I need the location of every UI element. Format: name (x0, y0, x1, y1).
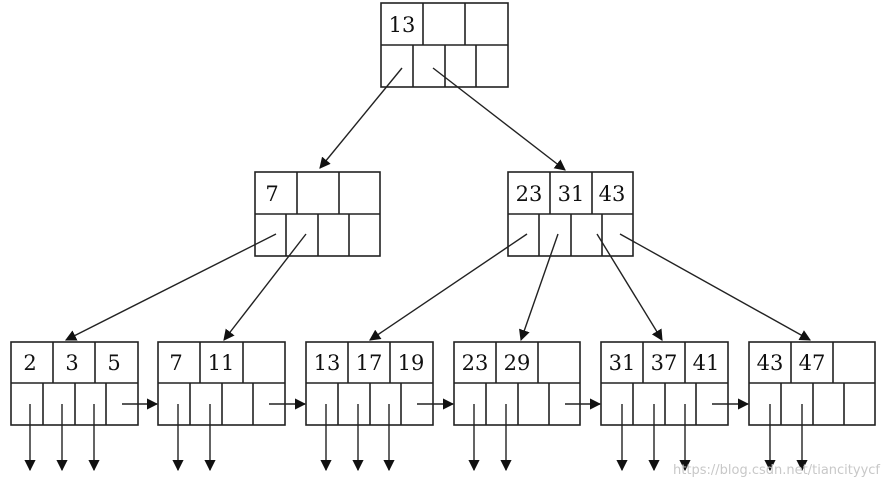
internal-node-right: 23 31 43 (507, 171, 634, 257)
leaf-node-3: 13 17 19 (305, 341, 434, 426)
internal-right-key-3: 43 (599, 182, 626, 206)
leaf-5-key-2: 37 (651, 351, 678, 375)
leaf-1-key-1: 2 (23, 351, 36, 375)
leaf-5-key-1: 31 (609, 351, 636, 375)
leaf-5-key-3: 41 (693, 351, 720, 375)
leaf-6-key-2: 47 (799, 351, 826, 375)
edge-root-to-internal-right (432, 67, 566, 171)
leaf-4-key-2: 29 (504, 351, 531, 375)
root-key-1: 13 (389, 13, 416, 37)
leaf-node-5: 31 37 41 (600, 341, 729, 426)
watermark-text: https://blog.csdn.net/tiancityycf (673, 463, 880, 478)
leaf-1-key-2: 3 (65, 351, 78, 375)
internal-left-key-1: 7 (265, 182, 278, 206)
leaf-3-key-1: 13 (314, 351, 341, 375)
leaf-node-4: 23 29 (453, 341, 581, 426)
leaf-3-key-2: 17 (356, 351, 383, 375)
leaf-1-key-3: 5 (107, 351, 120, 375)
edge-internal-left-to-leaf-1 (65, 233, 277, 341)
edge-internal-right-to-leaf-6 (619, 233, 811, 341)
leaf-3-key-3: 19 (398, 351, 425, 375)
leaf-2-key-1: 7 (169, 351, 182, 375)
root-node: 13 (380, 2, 509, 88)
leaf-6-key-1: 43 (757, 351, 784, 375)
edge-internal-left-to-leaf-2 (223, 233, 307, 341)
leaf-4-key-1: 23 (462, 351, 489, 375)
edge-internal-right-to-leaf-5 (596, 233, 663, 341)
edge-root-to-internal-left (319, 67, 403, 169)
leaf-node-1: 2 3 5 (10, 341, 139, 426)
edge-internal-right-to-leaf-4 (519, 233, 559, 342)
leaf-node-2: 7 11 (157, 341, 286, 426)
internal-right-key-1: 23 (516, 182, 543, 206)
leaf-node-6: 43 47 (748, 341, 876, 426)
internal-node-left: 7 (254, 171, 381, 257)
edge-internal-right-to-leaf-3 (369, 233, 528, 341)
leaf-2-key-2: 11 (208, 351, 235, 375)
internal-right-key-2: 31 (558, 182, 585, 206)
